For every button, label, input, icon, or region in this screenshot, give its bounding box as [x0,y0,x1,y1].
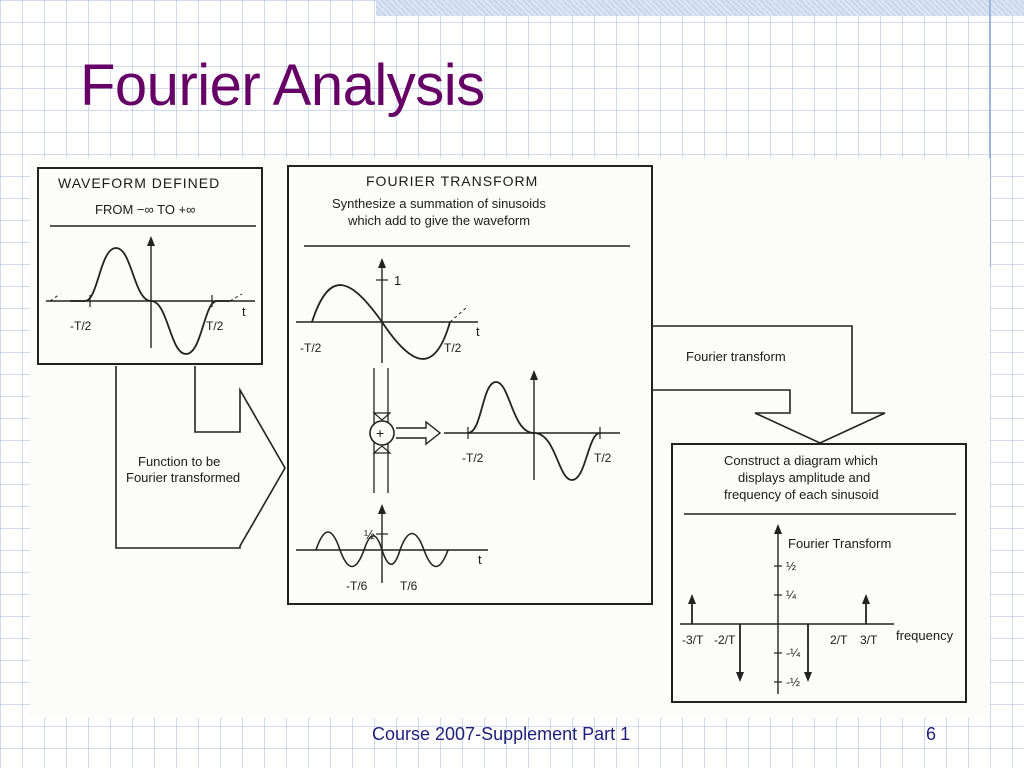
spectrum-x-neg3: -3/T [682,633,704,647]
function-arrow-line1: Function to be [138,454,220,469]
spectrum-y-neg-quarter: -¼ [786,646,801,660]
spectrum-box: Construct a diagram which displays ampli… [671,443,967,703]
harmonic-tick-left: -T/6 [346,579,368,593]
fourier-figure: WAVEFORM DEFINED FROM −∞ TO +∞ t -T/2 T/… [30,158,990,718]
slide-page-number: 6 [926,724,937,744]
harmonic-tick-right: T/6 [400,579,418,593]
function-arrow: Function to be Fourier transformed [115,366,286,549]
sum-waveform-curve [467,381,601,481]
waveform-defined-box: WAVEFORM DEFINED FROM −∞ TO +∞ t -T/2 T/… [37,167,263,365]
spectrum-x-label: frequency [896,628,954,643]
summation-plus: + [376,425,384,441]
slide-top-band [376,0,1024,16]
transform-t-label-top: t [476,324,480,339]
waveform-curve [70,247,230,355]
spectrum-y-quarter: ¼ [786,588,797,602]
slide-footer: Course 2007-Supplement Part 1 [372,724,631,744]
spectrum-line3: frequency of each sinusoid [724,487,879,502]
transform-arrow-label: Fourier transform [686,349,786,364]
transform-line1: Synthesize a summation of sinusoids [332,196,546,211]
slide-title: Fourier Analysis [80,53,485,118]
fourier-figure-svg: WAVEFORM DEFINED FROM −∞ TO +∞ t -T/2 T/… [30,158,990,718]
transform-heading: FOURIER TRANSFORM [366,173,538,189]
spectrum-x-pos3: 3/T [860,633,878,647]
waveform-heading: WAVEFORM DEFINED [58,175,220,191]
waveform-range: FROM −∞ TO +∞ [95,202,195,217]
harmonic-sine-curve [315,531,449,568]
slide-right-rule [989,0,991,268]
sum-tick-left: -T/2 [462,451,484,465]
summation-node [369,420,395,446]
spectrum-line1: Construct a diagram which [724,453,878,468]
spectrum-axis-title: Fourier Transform [788,536,891,551]
transform-t-label-bottom: t [478,552,482,567]
spectrum-line2: displays amplitude and [738,470,870,485]
harmonic-amp-half: ½ [364,527,375,542]
waveform-t-label: t [242,304,246,319]
spectrum-x-pos2: 2/T [830,633,848,647]
waveform-right-tick: T/2 [206,319,224,333]
waveform-left-tick: -T/2 [70,319,92,333]
transform-amp-one: 1 [394,273,401,288]
fourier-transform-box: FOURIER TRANSFORM Synthesize a summation… [287,165,653,605]
spectrum-y-half: ½ [786,559,796,573]
transform-tick-right: T/2 [444,341,462,355]
spectrum-y-neg-half: -½ [786,675,800,689]
fundamental-sine-curve [311,284,451,360]
spectrum-x-neg2: -2/T [714,633,736,647]
sum-tick-right: T/2 [594,451,612,465]
transform-tick-left: -T/2 [300,341,322,355]
function-arrow-line2: Fourier transformed [126,470,240,485]
transform-line2: which add to give the waveform [347,213,530,228]
